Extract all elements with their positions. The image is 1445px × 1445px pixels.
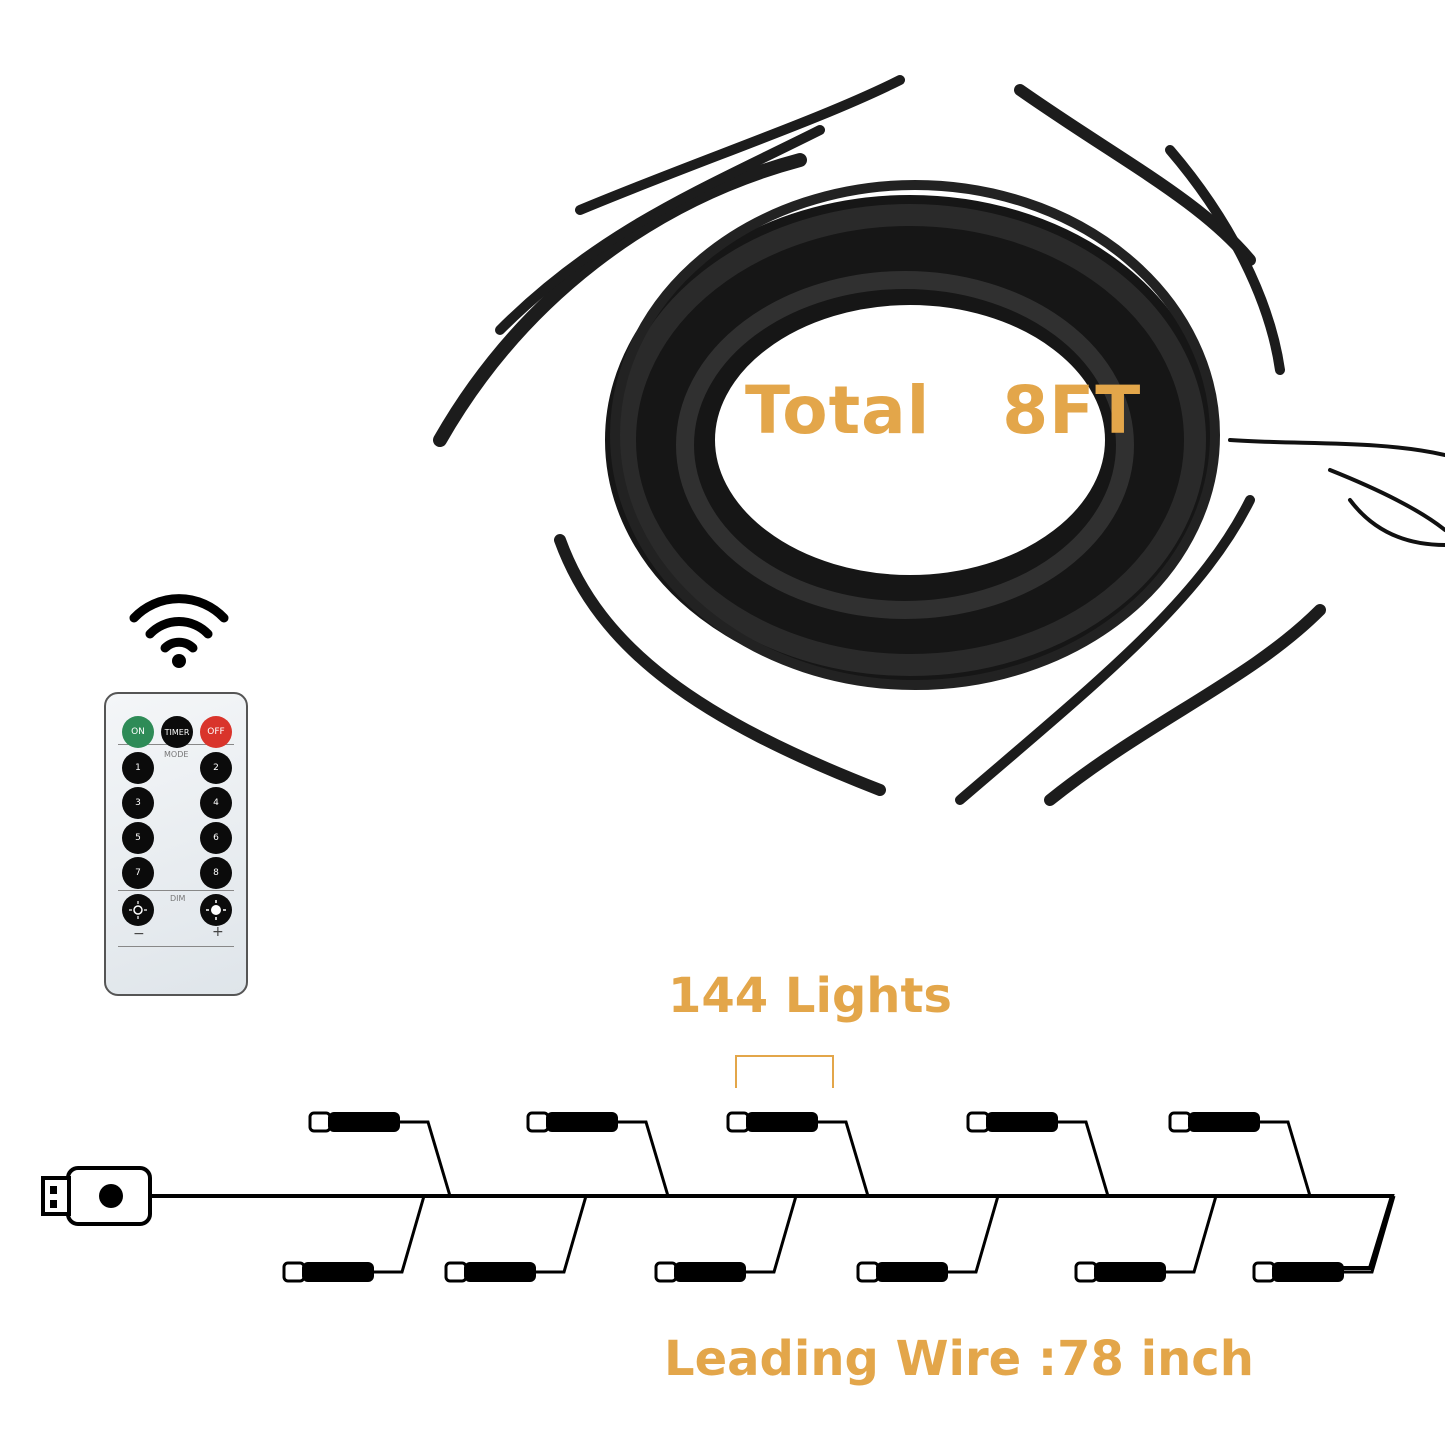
remote-dim-label: DIM (170, 894, 186, 903)
light-bulb-icon (526, 1111, 670, 1197)
lights-count-label: 144 Lights (668, 968, 952, 1024)
remote-dim-up-button[interactable] (200, 894, 232, 926)
remote-button-2[interactable]: 2 (200, 752, 232, 784)
remote-dim-down-button[interactable] (122, 894, 154, 926)
light-bulb-icon (654, 1195, 798, 1283)
remote-button-8[interactable]: 8 (200, 857, 232, 889)
light-bulb-icon (726, 1111, 870, 1197)
wire-coil-image (433, 75, 1445, 806)
sun-dim-icon (129, 901, 147, 919)
usb-plug-icon (41, 1166, 152, 1226)
remote-mode-label: MODE (164, 750, 189, 759)
remote-button-7[interactable]: 7 (122, 857, 154, 889)
remote-off-button[interactable]: OFF (200, 716, 232, 748)
light-bulb-icon (308, 1111, 452, 1197)
light-bulb-icon (1168, 1111, 1312, 1197)
leading-wire-label: Leading Wire :78 inch (664, 1331, 1254, 1387)
total-length-label: Total 8FT (745, 372, 1142, 449)
sun-bright-icon (206, 900, 226, 920)
remote-on-button[interactable]: ON (122, 716, 154, 748)
light-bulb-icon (444, 1195, 588, 1283)
remote-button-3[interactable]: 3 (122, 787, 154, 819)
light-bulb-icon (1074, 1195, 1218, 1283)
wifi-icon (129, 594, 229, 668)
remote-control: ON TIMER OFF MODE 1 2 3 4 5 6 7 8 DIM − … (104, 692, 248, 996)
remote-plus-label: + (212, 924, 224, 940)
remote-timer-button[interactable]: TIMER (161, 716, 193, 748)
remote-minus-label: − (133, 926, 145, 942)
light-bulb-icon (1252, 1195, 1396, 1283)
light-bulb-icon (856, 1195, 1000, 1283)
wiring-diagram (41, 1055, 1396, 1283)
remote-button-4[interactable]: 4 (200, 787, 232, 819)
remote-button-6[interactable]: 6 (200, 822, 232, 854)
light-bulb-icon (282, 1195, 426, 1283)
remote-button-1[interactable]: 1 (122, 752, 154, 784)
light-bulb-icon (966, 1111, 1110, 1197)
remote-button-5[interactable]: 5 (122, 822, 154, 854)
